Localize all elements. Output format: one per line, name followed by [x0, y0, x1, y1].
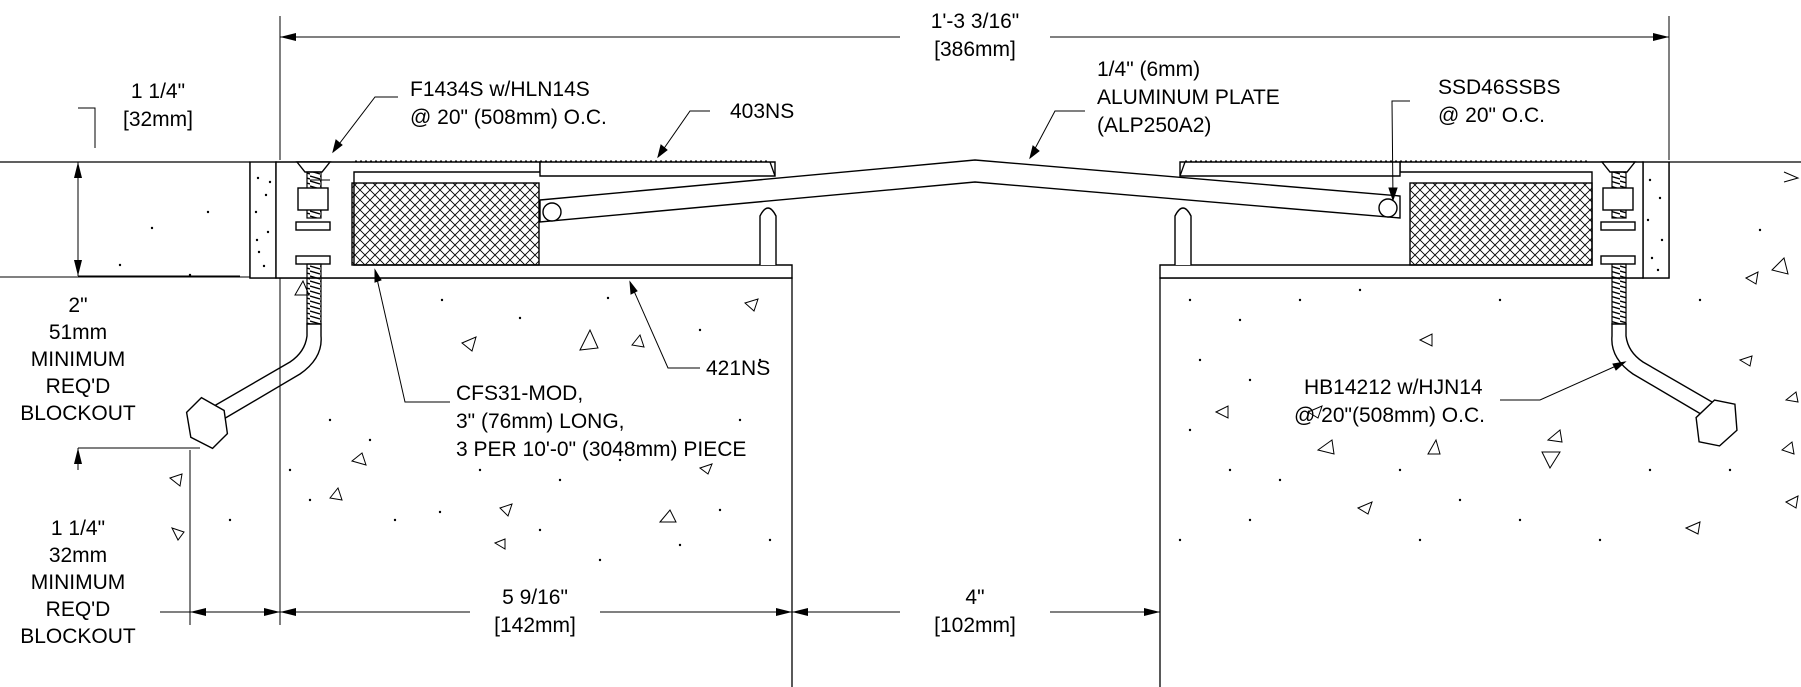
aluminum-cover-plate-alp250a2 — [539, 159, 1401, 223]
dimension-depth-left — [74, 107, 240, 470]
dim-blockout-side-4: REQ'D — [46, 598, 111, 621]
callout-421ns: 421NS — [706, 357, 770, 380]
callout-plate-line3: (ALP250A2) — [1097, 114, 1211, 137]
right-foam-block — [1409, 182, 1593, 266]
right-screw — [1600, 161, 1637, 265]
left-serrated-nosing-403ns — [355, 160, 776, 177]
left-nosing-block — [249, 161, 277, 279]
right-nosing-block — [1642, 161, 1670, 279]
dim-left-offset-imperial: 5 9/16" — [502, 586, 568, 609]
dim-blockout-side-5: BLOCKOUT — [20, 625, 136, 648]
callout-plate-line1: 1/4" (6mm) — [1097, 58, 1200, 81]
left-screw-f1434s — [295, 161, 332, 265]
right-anchor-bolt-hb14212 — [1611, 263, 1738, 447]
right-plate-rest-post — [1174, 207, 1192, 265]
dim-overall-metric: [386mm] — [934, 38, 1016, 61]
dim-blockout-side-3: MINIMUM — [31, 571, 125, 594]
dim-blockout-side-1: 1 1/4" — [51, 517, 105, 540]
right-frame-421ns — [1159, 160, 1644, 279]
callout-cfs-line1: CFS31-MOD, — [456, 382, 583, 405]
dim-blockout-top-4: REQ'D — [46, 375, 111, 398]
dim-gap-imperial: 4" — [965, 586, 984, 609]
dim-top-depth-metric: [32mm] — [123, 108, 193, 131]
dim-blockout-top-3: MINIMUM — [31, 348, 125, 371]
callout-f1434s-line2: @ 20" (508mm) O.C. — [410, 106, 607, 129]
callout-hb-line2: @ 20"(508mm) O.C. — [1294, 404, 1485, 427]
dim-overall-imperial: 1'-3 3/16" — [931, 10, 1020, 33]
left-plate-rest-post — [759, 207, 777, 265]
callout-cfs-line3: 3 PER 10'-0" (3048mm) PIECE — [456, 438, 746, 461]
dim-left-offset-metric: [142mm] — [494, 614, 576, 637]
callout-ssd-line2: @ 20" O.C. — [1438, 104, 1545, 127]
left-foam-block-cfs31 — [351, 182, 540, 266]
leader-lines — [332, 96, 1627, 403]
callout-403ns: 403NS — [730, 100, 794, 123]
dimension-overall — [279, 16, 1670, 160]
callout-ssd-line1: SSD46SSBS — [1438, 76, 1561, 99]
dim-gap-metric: [102mm] — [934, 614, 1016, 637]
dimension-bottom — [160, 278, 1161, 625]
left-anchor-bolt — [185, 263, 322, 450]
concrete-aggregate — [168, 171, 1800, 550]
callout-plate-line2: ALUMINUM PLATE — [1097, 86, 1280, 109]
dim-top-depth-imperial: 1 1/4" — [131, 80, 185, 103]
callout-cfs-line2: 3" (76mm) LONG, — [456, 410, 624, 433]
dim-blockout-top-2: 51mm — [49, 321, 107, 344]
callout-f1434s-line1: F1434S w/HLN14S — [410, 78, 590, 101]
dim-blockout-top-5: BLOCKOUT — [20, 402, 136, 425]
dim-blockout-side-2: 32mm — [49, 544, 107, 567]
callout-hb-line1: HB14212 w/HJN14 — [1304, 376, 1483, 399]
dim-blockout-top-1: 2" — [68, 294, 87, 317]
